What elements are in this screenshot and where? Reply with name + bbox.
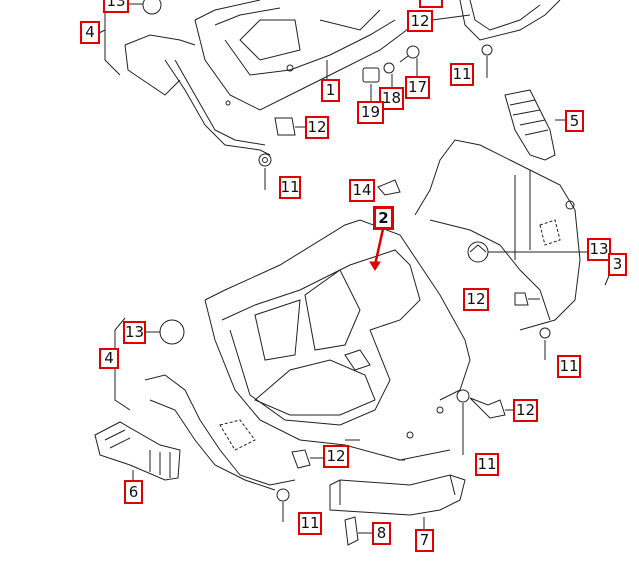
callout-partial[interactable] [419,0,443,8]
callout-14[interactable]: 14 [349,179,375,202]
callout-11[interactable]: 11 [557,355,581,378]
callout-5[interactable]: 5 [565,110,584,132]
arrowhead-icon [369,261,381,271]
callout-6[interactable]: 6 [124,480,143,504]
clip-12-icon [274,117,305,136]
callout-11[interactable]: 11 [475,453,499,476]
callout-7[interactable]: 7 [415,529,434,552]
callout-12[interactable]: 12 [463,288,489,311]
upper-left-bracket [94,0,272,190]
leader-arrow-part-2 [373,228,385,266]
callout-4[interactable]: 4 [80,21,100,44]
callout-1[interactable]: 1 [321,79,340,102]
callout-11[interactable]: 11 [450,63,474,86]
callout-2-highlighted[interactable]: 2 [373,206,394,230]
callout-11[interactable]: 11 [298,512,322,535]
callout-19[interactable]: 19 [357,101,384,124]
right-bracket-part-3 [377,139,616,360]
callout-12[interactable]: 12 [305,116,329,139]
callout-3[interactable]: 3 [608,253,627,276]
upper-panel-part-1 [194,0,421,111]
callout-13[interactable]: 13 [103,0,129,13]
callout-12[interactable]: 12 [513,399,538,422]
fastener-set [362,45,420,101]
top-right-strip [431,0,561,78]
callout-4[interactable]: 4 [99,348,119,369]
callout-8[interactable]: 8 [372,522,391,545]
callout-12[interactable]: 12 [323,445,349,468]
duct-part-7 [329,474,466,546]
clip-part-8 [344,516,372,546]
duct-part-6 [94,421,181,481]
callout-13[interactable]: 13 [123,321,146,344]
duct-part-5 [504,89,565,161]
callout-17[interactable]: 17 [405,76,430,99]
callout-13[interactable]: 13 [587,238,611,261]
callout-11[interactable]: 11 [279,176,301,199]
callout-12[interactable]: 12 [407,10,433,32]
callout-18[interactable]: 18 [379,87,404,110]
main-panel-part-2 [204,219,513,461]
